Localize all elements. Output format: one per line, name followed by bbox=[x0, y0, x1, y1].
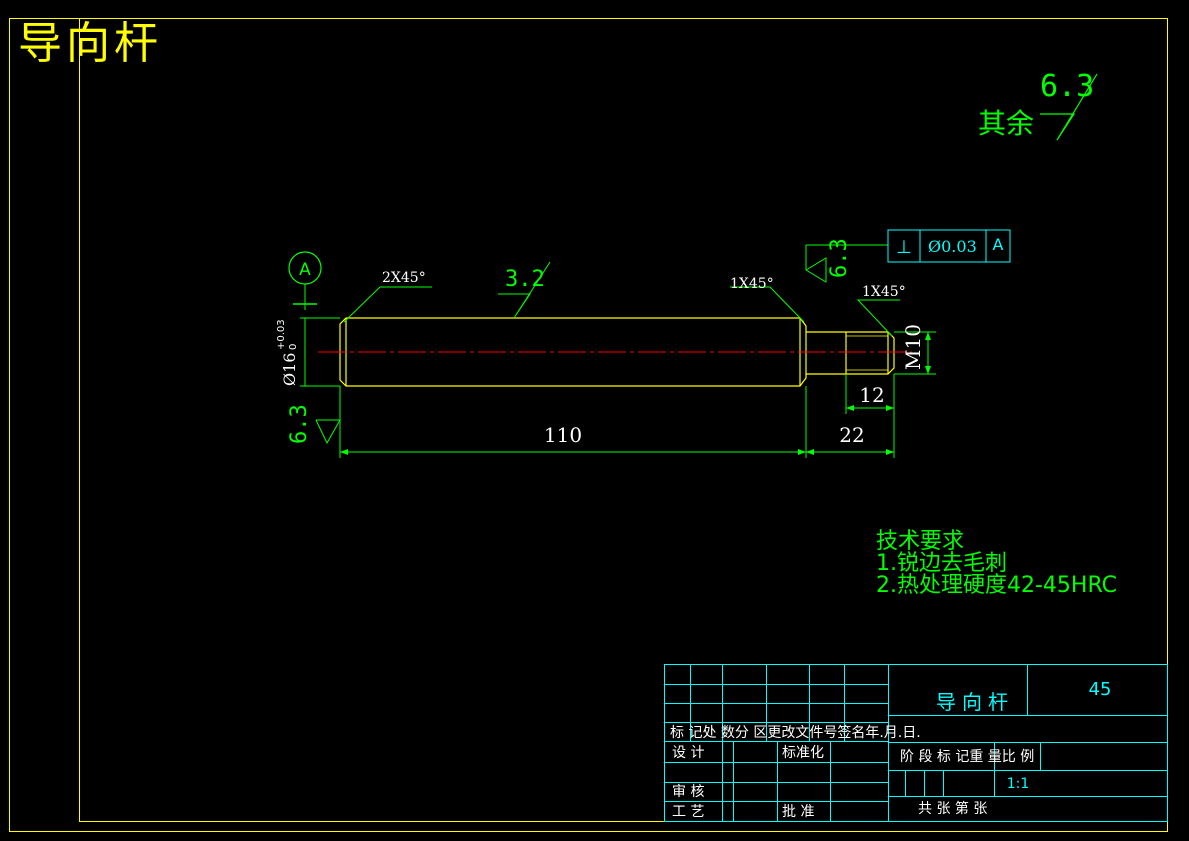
tolerance-value: Ø0.03 bbox=[928, 237, 977, 256]
title-block-stage-header: 阶 段 标 记重 量比 例 bbox=[900, 749, 1034, 765]
sheet-inner-border bbox=[79, 18, 1168, 822]
title-block-sheets: 共 张 第 张 bbox=[918, 800, 987, 817]
part-outline bbox=[339, 317, 895, 387]
finish-body: 3.2 bbox=[505, 267, 545, 292]
chamfer-right-thread: 1X45° bbox=[862, 284, 906, 300]
tolerance-symbol: ⊥ bbox=[896, 237, 912, 258]
general-surface-finish: 其余 6.3 bbox=[978, 69, 1098, 141]
tolerance-frame: ⊥ Ø0.03 A bbox=[887, 229, 1011, 263]
technical-notes: 技术要求 1.锐边去毛刺 2.热处理硬度42-45HRC bbox=[876, 529, 1117, 598]
note-item-2: 2.热处理硬度42-45HRC bbox=[876, 573, 1117, 598]
title-block bbox=[664, 664, 1168, 822]
title-block-name: 导向杆 bbox=[936, 690, 1014, 714]
title-block-standardize: 标准化 bbox=[782, 745, 824, 761]
notes-heading: 技术要求 bbox=[876, 529, 964, 554]
dim-diameter-upper: +0.03 bbox=[276, 319, 287, 350]
general-finish-label: 其余 bbox=[978, 107, 1034, 140]
dimension-arrows bbox=[340, 332, 931, 455]
dim-diameter: Ø16 bbox=[280, 353, 299, 386]
title-block-header-row: 标 记处 数分 区更改文件号签名年.月.日. bbox=[670, 724, 921, 741]
general-finish-symbol bbox=[1040, 73, 1098, 141]
title-block-review: 审 核 bbox=[672, 784, 704, 800]
chamfer-left: 2X45° bbox=[382, 270, 426, 286]
part-title: 导向杆 bbox=[18, 18, 162, 69]
finish-left-face: 6.3 bbox=[287, 404, 312, 444]
dim-body-length: 110 bbox=[544, 423, 582, 447]
dim-thread-segment: 22 bbox=[839, 423, 864, 447]
title-block-process: 工 艺 bbox=[672, 804, 704, 820]
title-block-design: 设 计 bbox=[672, 745, 704, 761]
title-block-material: 45 bbox=[1089, 679, 1112, 700]
dim-thread-length: 12 bbox=[859, 383, 884, 407]
dim-thread: M10 bbox=[901, 324, 925, 370]
finish-right-face: 6.3 bbox=[827, 238, 852, 278]
title-block-approve: 批 准 bbox=[782, 804, 814, 820]
tolerance-datum: A bbox=[993, 235, 1004, 254]
title-block-scale: 1:1 bbox=[1007, 776, 1030, 792]
datum-marker: A bbox=[288, 251, 322, 310]
dim-diameter-lower: 0 bbox=[288, 344, 299, 350]
note-item-1: 1.锐边去毛刺 bbox=[876, 551, 1007, 576]
datum-label: A bbox=[299, 260, 311, 280]
chamfer-right-body: 1X45° bbox=[730, 276, 774, 292]
general-finish-value: 6.3 bbox=[1040, 69, 1094, 104]
